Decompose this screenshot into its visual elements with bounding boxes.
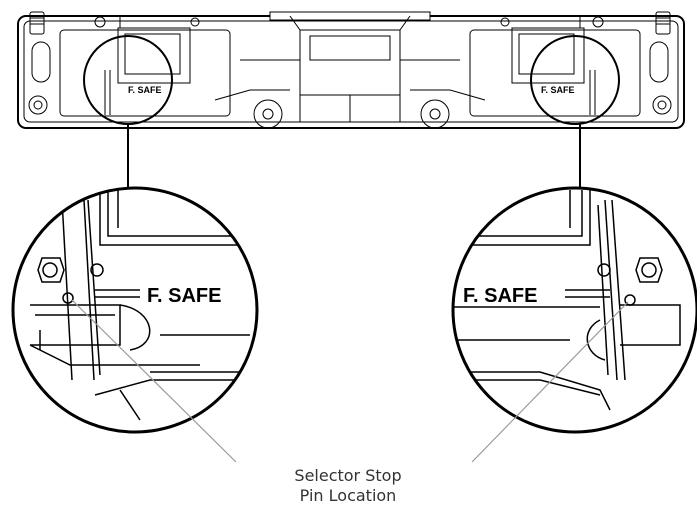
leader-line-right — [471, 301, 629, 463]
zoom-detail-left — [29, 188, 250, 421]
top-left-knob — [29, 11, 45, 35]
callout-circle-right-small — [530, 35, 620, 125]
caption-line-2: Pin Location — [299, 486, 397, 505]
top-assembly — [17, 11, 685, 129]
zoom-detail-right — [453, 190, 681, 411]
safe-label-small-right: F. SAFE — [541, 85, 575, 95]
safe-label-small-left: F. SAFE — [128, 85, 162, 95]
safe-label-large-right: F. SAFE — [463, 285, 537, 307]
safe-label-large-left: F. SAFE — [147, 285, 221, 307]
callout-circle-left-small — [83, 35, 173, 125]
caption: Selector Stop Pin Location — [248, 466, 448, 506]
caption-line-1: Selector Stop — [294, 466, 402, 485]
leader-line-left — [71, 299, 237, 463]
zoom-circle-left — [11, 186, 259, 434]
zoom-circle-right — [451, 186, 697, 434]
top-right-knob — [655, 11, 671, 35]
